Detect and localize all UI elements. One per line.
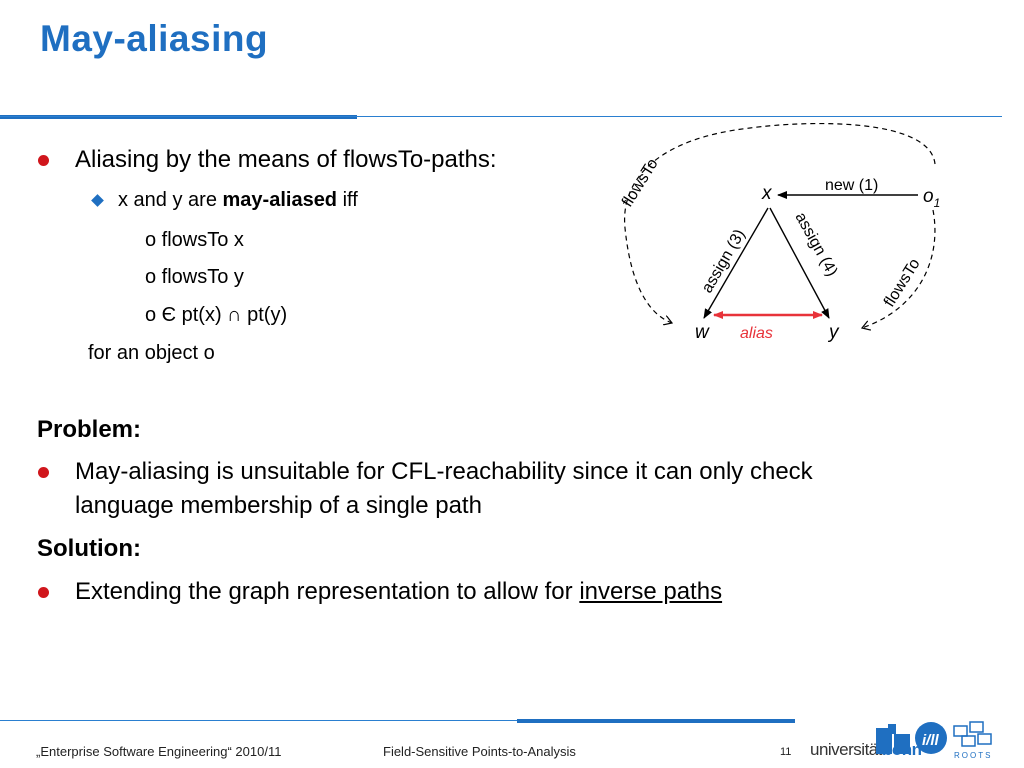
problem-line-2: language membership of a single path bbox=[75, 492, 482, 519]
condition-1: o flowsTo x bbox=[145, 229, 244, 251]
flowsto-arc-left bbox=[624, 122, 936, 323]
node-o1: o1 bbox=[923, 186, 940, 210]
solution-heading: Solution: bbox=[37, 535, 141, 562]
sub-bullet-pre: x and y are bbox=[118, 189, 223, 211]
label-flowsto-right: flowsTo bbox=[881, 256, 924, 310]
node-y: y bbox=[827, 322, 840, 343]
title-rule bbox=[0, 116, 1002, 117]
bullet-dot bbox=[38, 467, 49, 478]
slide-title: May-aliasing bbox=[40, 18, 269, 59]
footer-rule-accent bbox=[517, 719, 795, 723]
flowsto-arc-right bbox=[862, 209, 936, 328]
label-assign-3: assign (3) bbox=[699, 227, 749, 296]
logo-universitat: universität bbox=[810, 740, 882, 759]
condition-2: o flowsTo y bbox=[145, 266, 244, 288]
bullet-dot bbox=[38, 587, 49, 598]
page-number: 11 bbox=[780, 746, 792, 758]
label-new: new (1) bbox=[825, 177, 878, 194]
sub-bullet-may-aliased: x and y are may-aliased iff bbox=[118, 187, 358, 213]
label-flowsto-left: flowsTo bbox=[619, 156, 662, 210]
bonn-emblem-icon bbox=[876, 724, 910, 754]
footer-rule bbox=[0, 720, 795, 721]
label-assign-4: assign (4) bbox=[792, 210, 841, 280]
problem-heading: Problem: bbox=[37, 416, 142, 443]
for-an-object: for an object o bbox=[88, 342, 215, 364]
roots-logo-icon: i/ll ROOTS bbox=[915, 721, 992, 760]
title-rule-accent bbox=[0, 115, 357, 119]
bullet-aliasing: Aliasing by the means of flowsTo-paths: bbox=[75, 146, 497, 173]
roots-text: ROOTS bbox=[954, 751, 992, 760]
node-o-subscript: 1 bbox=[934, 196, 941, 210]
condition-3: o Є pt(x) ∩ pt(y) bbox=[145, 304, 288, 326]
problem-line-1: May-aliasing is unsuitable for CFL-reach… bbox=[75, 458, 813, 485]
node-o-letter: o bbox=[923, 186, 934, 207]
footer-course: „Enterprise Software Engineering“ 2010/1… bbox=[36, 744, 282, 759]
diamond-bullet-icon bbox=[91, 194, 104, 207]
node-w: w bbox=[695, 322, 710, 343]
svg-text:i/ll: i/ll bbox=[922, 732, 940, 749]
inverse-paths-link[interactable]: inverse paths bbox=[579, 578, 723, 605]
solution-pre: Extending the graph representation to al… bbox=[75, 578, 580, 605]
solution-text: Extending the graph representation to al… bbox=[75, 576, 722, 608]
sub-bullet-post: iff bbox=[337, 189, 358, 211]
flowsto-diagram: x o1 w y new (1) assign (3) assign (4) f… bbox=[619, 122, 940, 343]
footer-topic: Field-Sensitive Points-to-Analysis bbox=[383, 744, 576, 759]
node-x: x bbox=[761, 183, 773, 204]
edge-assign-4 bbox=[769, 207, 830, 319]
label-alias: alias bbox=[740, 325, 773, 342]
sub-bullet-bold: may-aliased bbox=[222, 189, 338, 211]
edge-assign-3 bbox=[703, 207, 769, 319]
bullet-dot bbox=[38, 155, 49, 166]
